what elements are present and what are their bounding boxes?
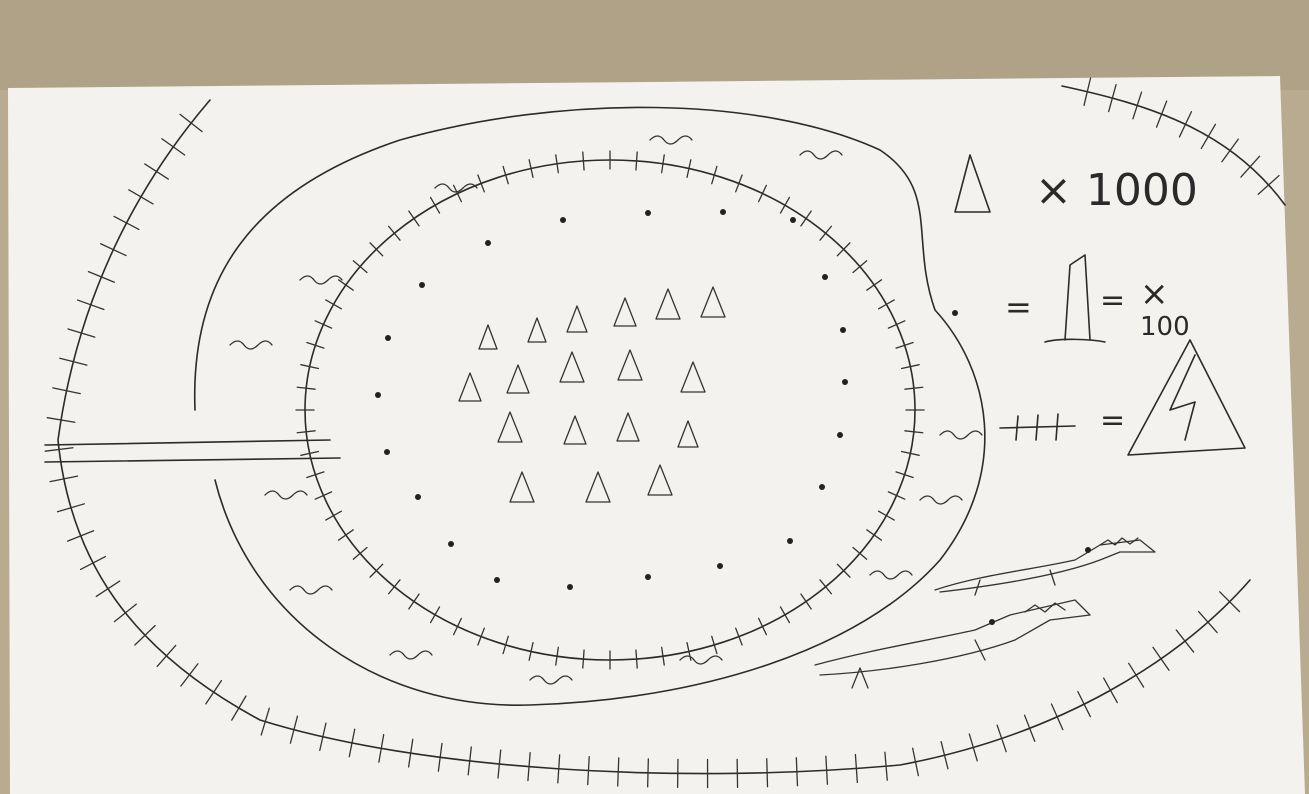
guard-post-dot xyxy=(560,217,566,223)
legend-post-multiplier: × xyxy=(1140,274,1169,314)
guard-post-dot xyxy=(840,327,846,333)
guard-post-dot xyxy=(790,217,796,223)
legend-post-equals-2: = xyxy=(1100,283,1125,318)
legend-tent-multiplier: × 1000 xyxy=(1035,165,1198,216)
guard-post-dot xyxy=(375,392,381,398)
guard-post-dot xyxy=(494,577,500,583)
guard-post-dot xyxy=(419,282,425,288)
guard-post-dot xyxy=(822,274,828,280)
guard-post-dot xyxy=(384,449,390,455)
guard-post-dot xyxy=(787,538,793,544)
legend-post-equals: = xyxy=(1005,288,1032,326)
guard-post-dot xyxy=(720,209,726,215)
guard-post-dot xyxy=(842,379,848,385)
guard-post-dot xyxy=(385,335,391,341)
guard-post-dot xyxy=(448,541,454,547)
fence-tick xyxy=(648,759,649,787)
post-dot-icon xyxy=(952,310,958,316)
legend-post-count: 100 xyxy=(1140,312,1190,342)
table-shadow xyxy=(0,0,1309,90)
guard-post-dot xyxy=(567,584,573,590)
guard-post-dot xyxy=(837,432,843,438)
guard-post-dot xyxy=(645,210,651,216)
fence-tick xyxy=(767,759,768,787)
guard-post-dot xyxy=(485,240,491,246)
guard-post-dot xyxy=(717,563,723,569)
guard-post-dot xyxy=(819,484,825,490)
legend-fence-equals: = xyxy=(1100,403,1125,438)
guard-post-dot xyxy=(645,574,651,580)
guard-post-dot xyxy=(415,494,421,500)
